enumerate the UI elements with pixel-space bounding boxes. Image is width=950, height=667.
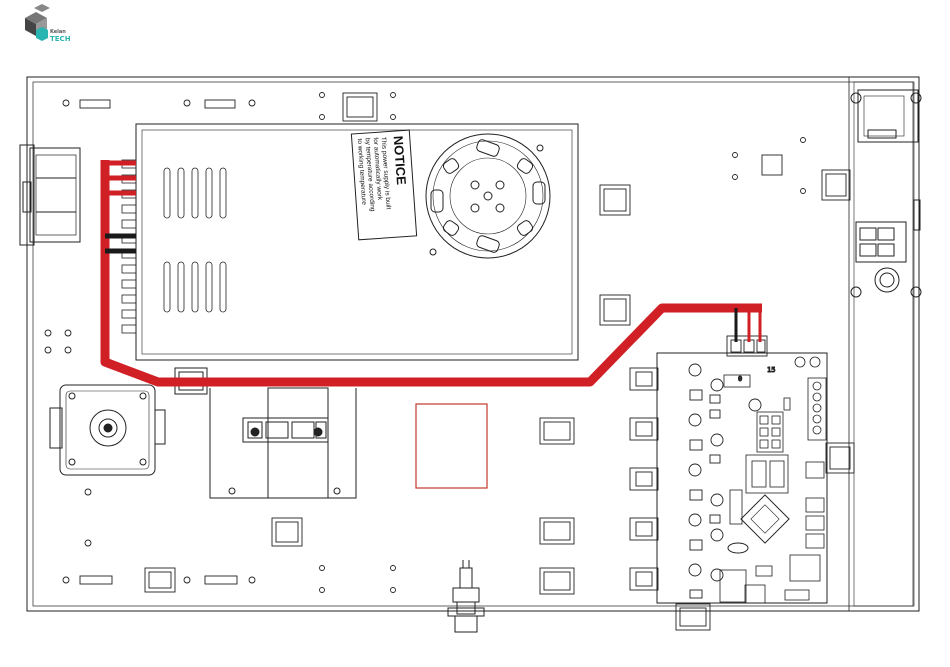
power-wiring (105, 160, 762, 382)
bottom-cable-gland (448, 560, 484, 632)
driver-chips (689, 364, 761, 598)
board-label-a: 0 (738, 375, 742, 383)
mainboard: 0 15 (630, 336, 827, 603)
kelan-tech-logo: Kelan TECH (25, 4, 71, 43)
power-inlet-socket (20, 145, 80, 245)
driver-connectors (630, 368, 658, 590)
psu-terminal-block (122, 160, 136, 333)
wire-bracket (175, 368, 356, 498)
board-headers (720, 357, 826, 603)
logo-line2: TECH (50, 35, 71, 43)
psu-vent-slots (164, 168, 226, 312)
board-label-b: 15 (767, 366, 775, 374)
stepper-motor (50, 385, 165, 475)
right-panel-parts (851, 90, 921, 297)
power-supply-unit (122, 124, 578, 360)
psu-fan-icon (426, 134, 550, 258)
main-power-wire (105, 160, 762, 382)
heatbed-outline (416, 404, 487, 488)
logo-cube-icon (25, 4, 50, 41)
enclosure (27, 77, 919, 611)
